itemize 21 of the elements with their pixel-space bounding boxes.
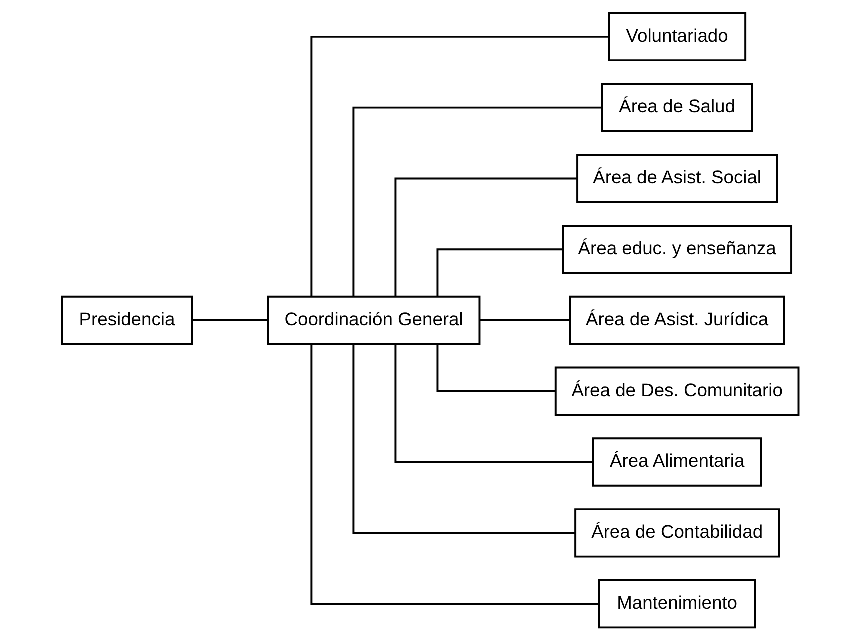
node-box: Área de Contabilidad: [574, 508, 780, 558]
connector: [352, 106, 602, 297]
connector: [352, 344, 576, 534]
connector: [394, 344, 594, 464]
node-box: Mantenimiento: [598, 579, 756, 629]
node-box: Área educ. y enseñanza: [562, 224, 793, 274]
node-box: Área Alimentaria: [592, 438, 762, 487]
connector: [310, 36, 609, 297]
node-box: Voluntariado: [608, 12, 747, 62]
connector: [394, 178, 578, 296]
node-box: Área de Des. Comunitario: [554, 366, 800, 416]
node-box: Área de Asist. Jurídica: [569, 296, 786, 346]
node-box: Presidencia: [61, 296, 194, 346]
node-box: Área de Salud: [602, 83, 754, 132]
node-box: Área de Asist. Social: [576, 154, 778, 204]
connector: [310, 344, 599, 606]
connector: [192, 320, 268, 322]
connector: [436, 344, 556, 392]
node-box: Coordinación General: [267, 296, 481, 346]
connector: [480, 320, 570, 322]
connector: [436, 248, 563, 296]
